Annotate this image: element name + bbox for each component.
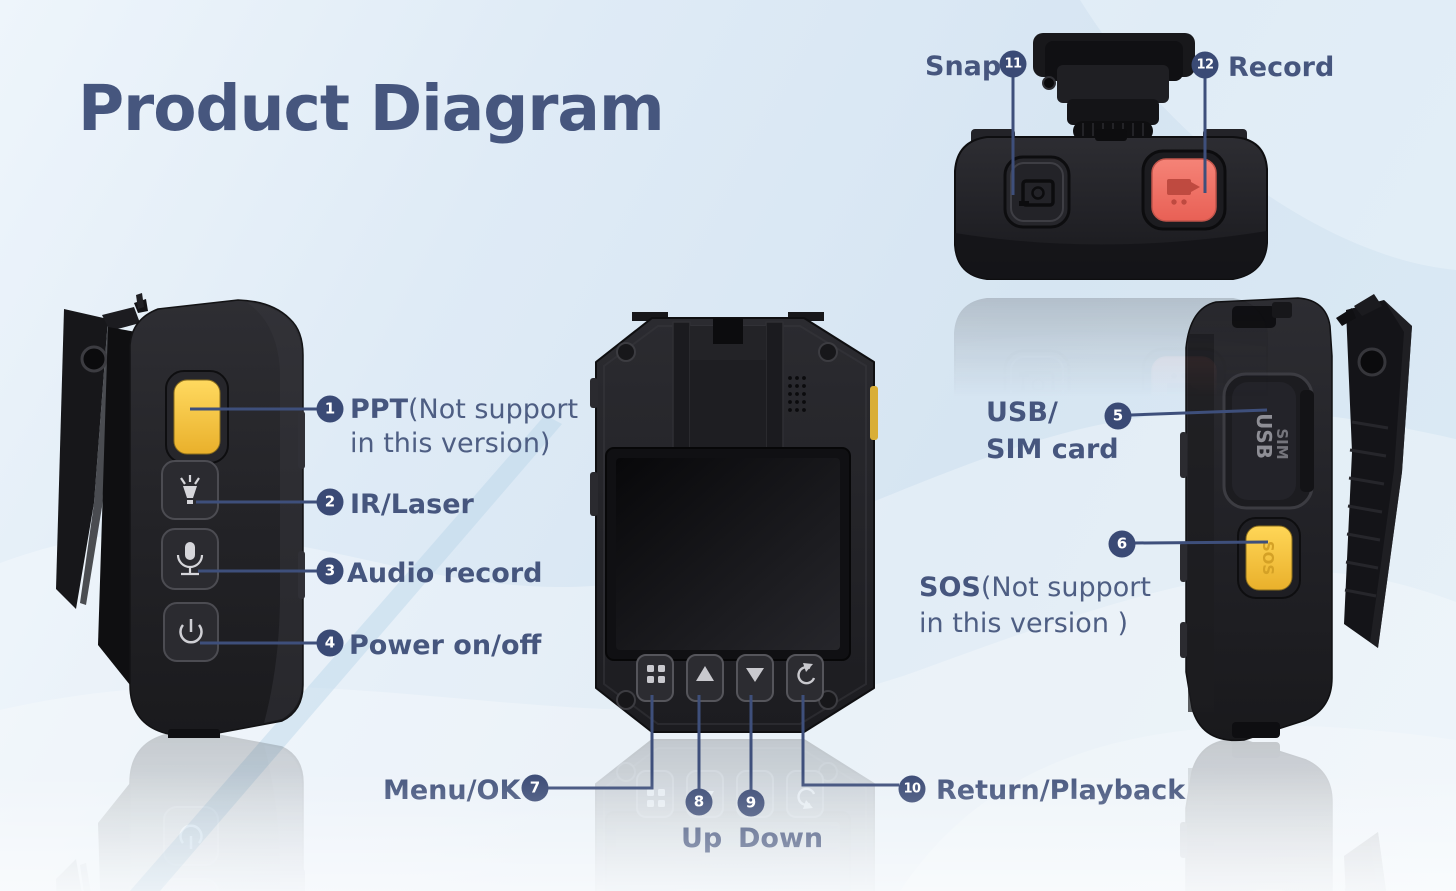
- body-lower-facet: [955, 231, 1267, 279]
- up-arrow-icon: [696, 666, 714, 681]
- clip-pivot: [80, 345, 108, 373]
- camera-front-view: [578, 312, 878, 740]
- top-lug: [632, 312, 668, 321]
- up-button: [686, 654, 724, 702]
- side-button-sliver: [870, 386, 878, 440]
- flashlight-icon: [180, 475, 200, 504]
- sos-button-label: SOS: [1259, 541, 1277, 575]
- menu-ok-button: [636, 654, 674, 702]
- body-frame-line: [603, 325, 867, 725]
- video-record-icon: [1167, 179, 1200, 205]
- snap-label: Snap: [925, 51, 1002, 82]
- callout-num-12: 12: [1191, 51, 1219, 79]
- speaker-holes: [788, 376, 806, 412]
- callout-num-7: 7: [521, 774, 549, 802]
- mount-rail: [668, 318, 788, 464]
- callout-num-4: 4: [316, 629, 344, 657]
- bottom-lug: [1232, 722, 1280, 738]
- page-title: Product Diagram: [78, 72, 665, 145]
- camera-top-view: [945, 25, 1275, 293]
- callout-num-8: 8: [685, 788, 713, 816]
- usb-sim-door: USB SIM: [1222, 372, 1314, 510]
- side-bump: [1180, 622, 1187, 658]
- down-label: Down: [738, 823, 824, 854]
- callout-num-9: 9: [737, 789, 765, 817]
- clip-ridges: [1344, 420, 1389, 598]
- menu-ok-label: Menu/OK: [383, 775, 521, 806]
- floor-glow: [0, 771, 1456, 891]
- camera-right-side-view: USB SIM SOS: [1168, 292, 1418, 744]
- top-latch: [1232, 306, 1276, 328]
- record-label: Record: [1228, 52, 1335, 83]
- down-arrow-icon: [746, 668, 764, 682]
- center-latch: [1095, 129, 1127, 141]
- sos-label: SOS(Not support in this version ): [919, 572, 1151, 639]
- power-button: [163, 602, 219, 662]
- side-sliver: [590, 378, 598, 408]
- ppt-button: [173, 379, 221, 455]
- body-left-facet: [1188, 334, 1214, 712]
- power-icon: [179, 619, 203, 644]
- record-button: [1141, 149, 1227, 231]
- callout-num-6: 6: [1108, 530, 1136, 558]
- camera-left-side-view: [50, 293, 305, 743]
- return-playback-label: Return/Playback: [936, 775, 1186, 806]
- microphone-icon: [176, 542, 204, 576]
- screen: [616, 458, 840, 650]
- return-playback-button: [786, 654, 824, 702]
- snap-button: [1003, 155, 1071, 229]
- side-bump: [1180, 432, 1187, 478]
- camera-snap-icon: [1019, 179, 1055, 207]
- side-bump: [1180, 542, 1187, 582]
- side-bump: [298, 551, 305, 599]
- clip-pivot: [1357, 347, 1387, 377]
- up-label: Up: [681, 823, 723, 854]
- sos-button: SOS: [1237, 517, 1301, 599]
- ir-laser-button: [161, 460, 219, 520]
- return-arrow-icon: [797, 663, 816, 685]
- ir-laser-label: IR/Laser: [350, 489, 474, 520]
- clip-mount: [1033, 33, 1195, 141]
- callout-num-10: 10: [898, 775, 926, 803]
- body-side-facet: [246, 302, 302, 723]
- side-sliver: [590, 472, 598, 516]
- usb-door-label-sim: SIM: [1273, 428, 1291, 459]
- side-bump: [298, 411, 305, 469]
- top-lug: [788, 312, 824, 321]
- callout-num-5: 5: [1104, 402, 1132, 430]
- audio-record-label: Audio record: [347, 558, 543, 589]
- top-latch-tab: [1272, 302, 1292, 318]
- down-button: [736, 654, 774, 702]
- callout-num-2: 2: [316, 488, 344, 516]
- callout-num-11: 11: [999, 50, 1027, 78]
- ppt-label: PPT(Not support in this version): [350, 394, 579, 460]
- callout-num-1: 1: [316, 395, 344, 423]
- bottom-lug: [168, 729, 220, 743]
- power-label: Power on/off: [349, 630, 542, 661]
- callout-num-3: 3: [316, 557, 344, 585]
- belt-clip-right: [1336, 294, 1412, 648]
- audio-record-button: [161, 528, 219, 590]
- usb-door-label-usb: USB: [1252, 413, 1276, 459]
- usb-sim-label: USB/ SIM card: [986, 397, 1119, 465]
- menu-icon: [647, 665, 665, 683]
- door-hinge: [1300, 390, 1314, 492]
